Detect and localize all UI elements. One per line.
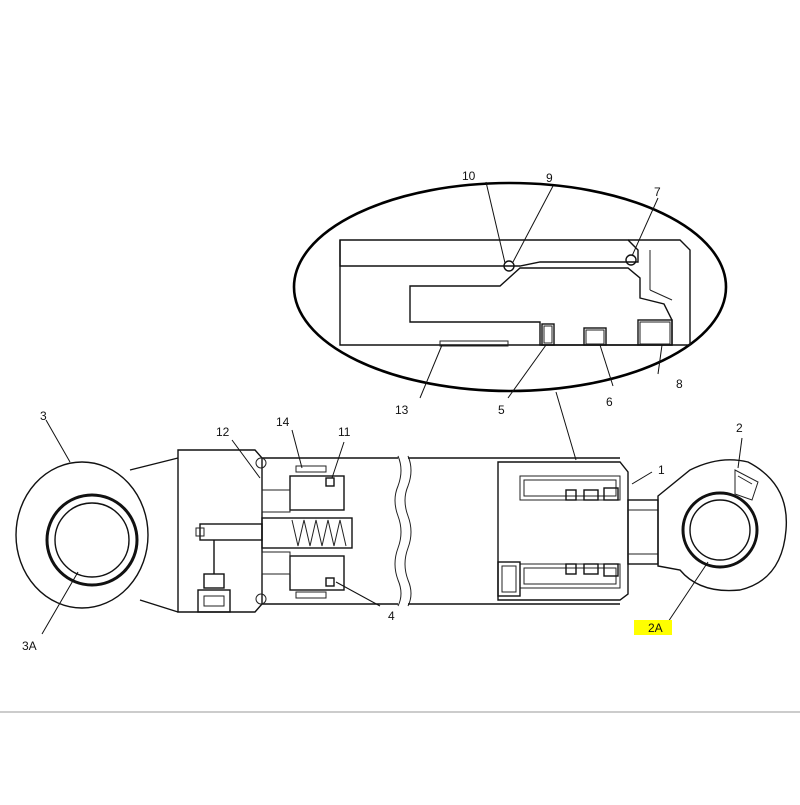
callout-labels: 10 9 7 8 6 5 13 3 3A 2 1 12 14 11 4 2A <box>22 169 743 653</box>
callout-13: 13 <box>395 403 409 417</box>
callout-12: 12 <box>216 425 230 439</box>
callout-7: 7 <box>654 185 661 199</box>
callout-8: 8 <box>676 377 683 391</box>
callout-1: 1 <box>658 463 665 477</box>
piston-lower <box>289 555 345 591</box>
callout-9: 9 <box>546 171 553 185</box>
piston-spring <box>291 519 347 547</box>
callout-2A-highlight <box>634 620 672 635</box>
callout-5: 5 <box>498 403 505 417</box>
callout-14: 14 <box>276 415 290 429</box>
left-bearing-3A <box>45 493 139 587</box>
callout-2A: 2A <box>648 621 663 635</box>
piston-upper <box>289 475 345 511</box>
callout-6: 6 <box>606 395 613 409</box>
right-bearing-2A <box>681 491 759 569</box>
callout-3: 3 <box>40 409 47 423</box>
detail-seal-8 <box>639 321 671 345</box>
cylinder-assembly <box>15 419 788 635</box>
bleed-fitting <box>197 589 231 613</box>
detail-seal-5 <box>543 325 553 344</box>
detail-bearing-13 <box>439 340 509 347</box>
grease-fitting <box>734 469 759 501</box>
detail-view <box>292 181 728 461</box>
callout-4: 4 <box>388 609 395 623</box>
left-eye <box>15 461 149 609</box>
detail-oring-7 <box>625 254 637 266</box>
detail-seal-6 <box>585 329 605 345</box>
right-eye <box>657 459 788 592</box>
rod-gland <box>497 461 629 601</box>
detail-gland-body <box>409 267 673 346</box>
detail-ellipse <box>292 181 728 393</box>
detail-link-line <box>555 391 577 461</box>
callout-3A: 3A <box>22 639 37 653</box>
callout-2: 2 <box>736 421 743 435</box>
detail-oring-9 <box>503 260 515 272</box>
callout-11: 11 <box>338 425 351 439</box>
detail-tube-wall <box>339 239 639 267</box>
callout-10: 10 <box>462 169 476 183</box>
